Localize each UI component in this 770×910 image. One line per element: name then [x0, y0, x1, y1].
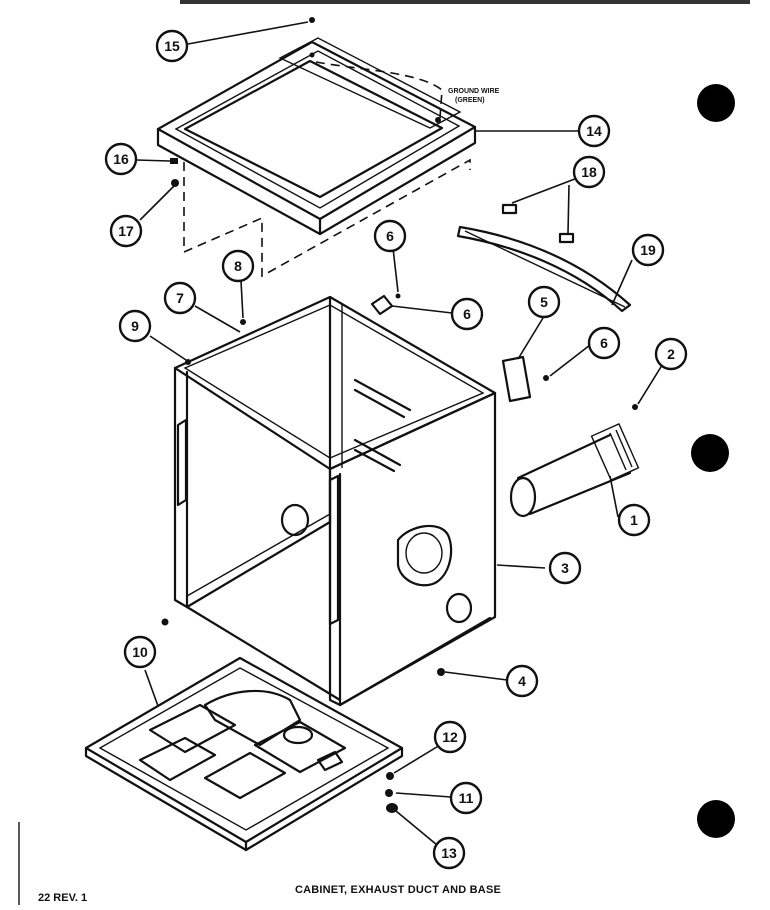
top-panel	[156, 37, 477, 236]
callout-1-label: 1	[630, 512, 638, 528]
callout-3: 3	[548, 551, 582, 585]
callout-3-label: 3	[561, 560, 569, 576]
base-plate	[84, 656, 404, 852]
binder-hole-top	[697, 84, 735, 122]
callout-6-right-label: 6	[600, 335, 608, 351]
callout-6-top: 6	[373, 219, 407, 253]
scan-edge	[180, 0, 750, 4]
callout-6-right: 6	[587, 326, 621, 360]
callout-4: 4	[505, 664, 539, 698]
callout-14: 13	[432, 836, 466, 870]
callout-13-label: 12	[442, 729, 458, 745]
callout-10-label: 9	[131, 318, 139, 334]
leader-lines	[135, 21, 665, 846]
callout-8-label: 7	[176, 290, 184, 306]
page-number: 22 REV. 1	[38, 892, 88, 904]
callout-11-label: 10	[132, 644, 148, 660]
callout-7: 6	[450, 297, 484, 331]
callout-20-label: 19	[640, 242, 656, 258]
callout-17: 16	[104, 142, 138, 176]
diagram-caption: CABINET, EXHAUST DUCT AND BASE	[294, 884, 502, 896]
callout-10: 9	[118, 309, 152, 343]
callout-9-label: 8	[234, 258, 242, 274]
alignment-line-left	[183, 158, 471, 278]
callout-2: 2	[654, 337, 688, 371]
binder-hole-bottom	[697, 800, 735, 838]
callout-9: 8	[221, 249, 255, 283]
callout-16-label: 15	[164, 38, 180, 54]
brace-pad-2	[558, 232, 575, 244]
access-cover	[501, 355, 532, 403]
ground-wire-note-line2: (GREEN)	[455, 97, 485, 104]
callout-5: 5	[527, 285, 561, 319]
callout-19: 18	[572, 155, 606, 189]
callout-12: 11	[449, 781, 483, 815]
callout-7-label: 6	[463, 306, 471, 322]
callout-19-label: 18	[581, 164, 597, 180]
callout-18-label: 17	[118, 223, 134, 239]
callout-2-label: 2	[667, 346, 675, 362]
callout-6-top-label: 6	[386, 228, 394, 244]
callout-17-label: 16	[113, 151, 129, 167]
binder-hole-middle	[691, 434, 729, 472]
callout-5-label: 5	[540, 294, 548, 310]
callout-14-label: 13	[441, 845, 457, 861]
callout-18: 17	[109, 214, 143, 248]
brace-pad-1	[501, 203, 518, 215]
callout-12-label: 11	[459, 790, 474, 806]
exhaust-duct	[509, 423, 640, 518]
callout-4-label: 4	[518, 673, 526, 689]
callout-1: 1	[617, 503, 651, 537]
ground-wire-note-line1: GROUND WIRE	[448, 88, 500, 95]
ground-wire	[315, 61, 443, 119]
cabinet	[161, 295, 497, 707]
callout-8: 7	[163, 281, 197, 315]
support-brace	[456, 225, 632, 313]
callout-15-label: 14	[586, 123, 602, 139]
callout-11: 10	[123, 635, 157, 669]
bracket	[370, 294, 394, 316]
callout-20: 19	[631, 233, 665, 267]
callout-13: 12	[433, 720, 467, 754]
callout-15: 14	[577, 114, 611, 148]
callout-16: 15	[155, 29, 189, 63]
